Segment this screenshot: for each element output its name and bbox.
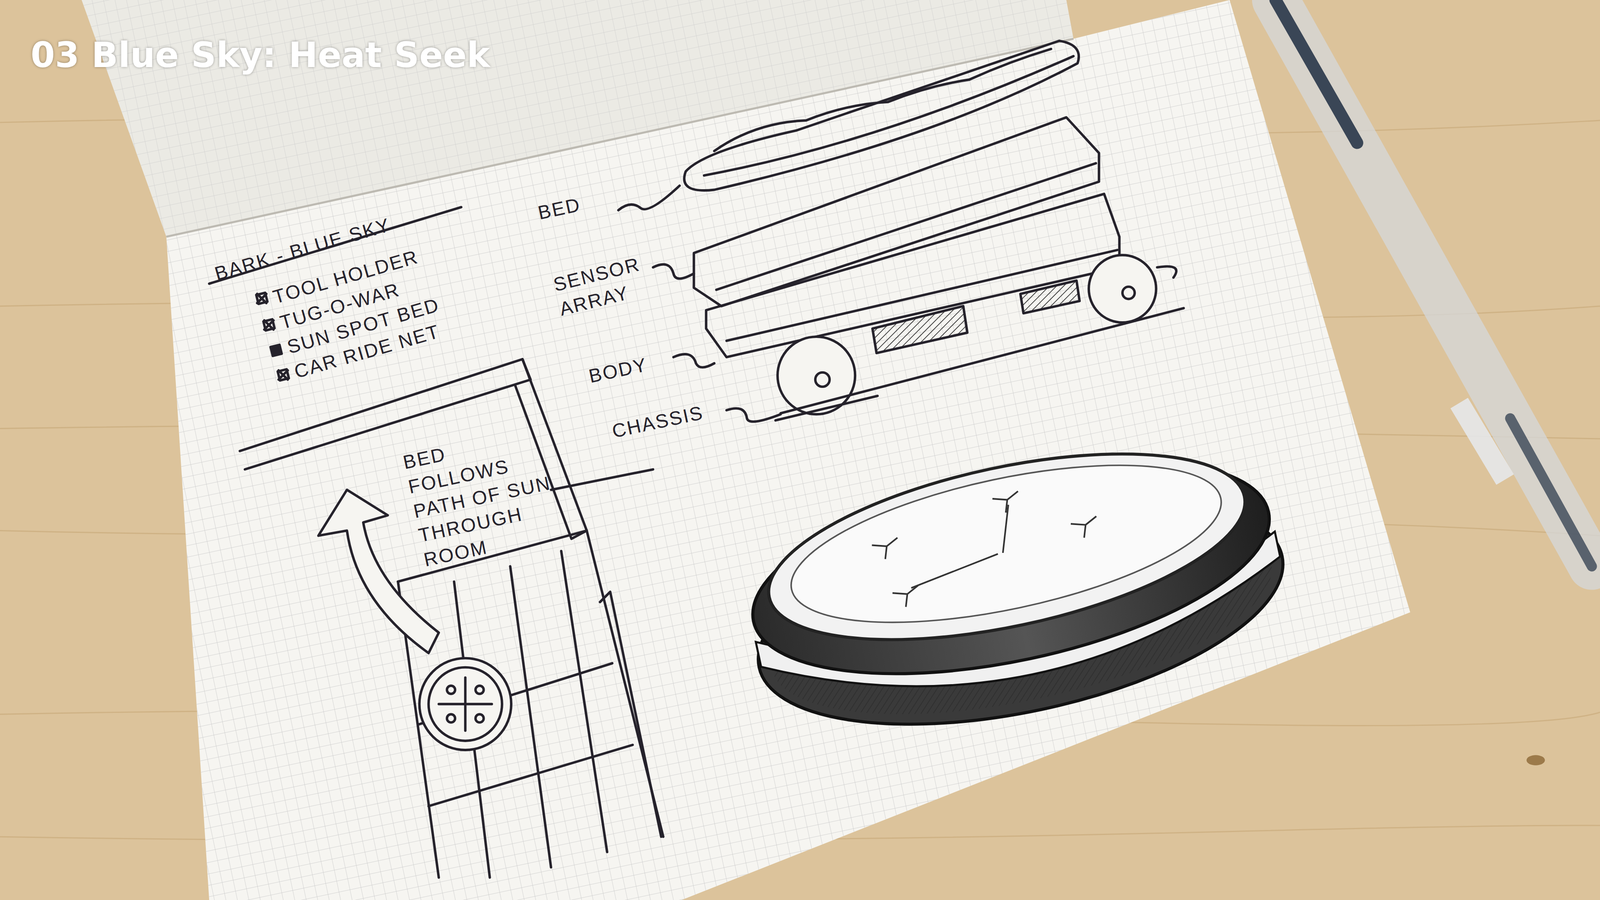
part-label: BODY: [586, 352, 650, 388]
slide-title: 03 Blue Sky: Heat Seek: [30, 34, 490, 76]
part-label: BED: [535, 192, 583, 224]
note-text: BED FOLLOWS PATH OF SUN THROUGH ROOM: [400, 421, 567, 573]
part-label: SENSOR ARRAY: [550, 248, 663, 322]
part-label: CHASSIS: [610, 401, 706, 443]
